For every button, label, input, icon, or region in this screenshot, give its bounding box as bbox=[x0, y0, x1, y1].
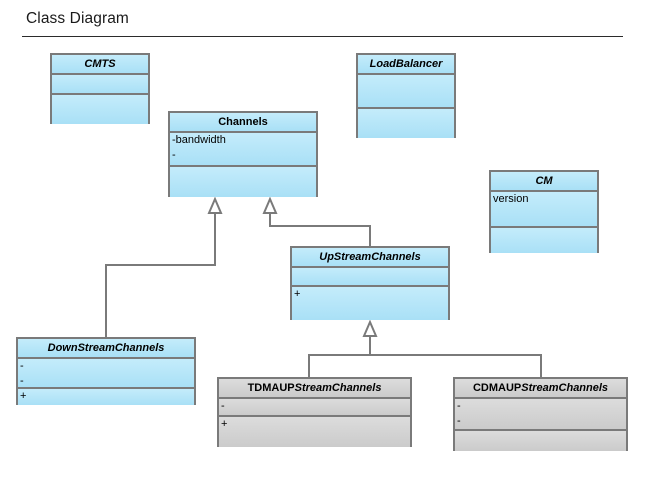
attribute-row: - bbox=[172, 149, 176, 161]
class-name-cdmaupstreamchannels: CDMAUPStreamChannels bbox=[455, 379, 626, 397]
class-name-cmts: CMTS bbox=[52, 55, 148, 73]
class-box-cdmaupstreamchannels[interactable]: CDMAUPStreamChannels - - bbox=[453, 377, 628, 451]
class-operations-loadbalancer bbox=[358, 107, 454, 138]
class-attributes-loadbalancer bbox=[358, 73, 454, 107]
class-box-cmts[interactable]: CMTS bbox=[50, 53, 150, 124]
attribute-row: - bbox=[457, 415, 461, 427]
class-name-suffix: StreamChannels bbox=[521, 382, 609, 394]
class-name-prefix: TDMAUP bbox=[247, 382, 295, 394]
attribute-row: -bandwidth bbox=[172, 134, 226, 146]
class-attributes-tdmaupstreamchannels: - bbox=[219, 397, 410, 415]
edge-cdma-to-upstream bbox=[370, 354, 542, 377]
attribute-row: - bbox=[457, 400, 461, 412]
attribute-row: version bbox=[493, 193, 529, 205]
attribute-row: - bbox=[20, 375, 24, 387]
class-name-upstreamchannels: UpStreamChannels bbox=[292, 248, 448, 266]
attribute-row: - bbox=[221, 400, 225, 412]
class-box-downstreamchannels[interactable]: DownStreamChannels - - + bbox=[16, 337, 196, 405]
class-box-tdmaupstreamchannels[interactable]: TDMAUPStreamChannels - + bbox=[217, 377, 412, 447]
edge-downstream-to-channels bbox=[105, 213, 216, 337]
generalization-arrowhead-upstream bbox=[362, 319, 378, 337]
class-name-suffix: StreamChannels bbox=[294, 382, 382, 394]
class-name-prefix: CDMAUP bbox=[472, 382, 522, 394]
class-name-cm: CM bbox=[491, 172, 597, 190]
generalization-arrowhead-channels-right bbox=[262, 196, 278, 214]
class-name-downstreamchannels: DownStreamChannels bbox=[18, 339, 194, 357]
class-operations-upstreamchannels: + bbox=[292, 285, 448, 320]
page-title: Class Diagram bbox=[26, 10, 129, 27]
class-operations-cdmaupstreamchannels bbox=[455, 429, 626, 451]
class-operations-downstreamchannels: + bbox=[18, 387, 194, 405]
title-divider bbox=[22, 36, 623, 37]
class-name-channels: Channels bbox=[170, 113, 316, 131]
class-box-channels[interactable]: Channels -bandwidth - bbox=[168, 111, 318, 197]
class-attributes-upstreamchannels bbox=[292, 266, 448, 285]
class-operations-cmts bbox=[52, 93, 148, 124]
class-box-upstreamchannels[interactable]: UpStreamChannels + bbox=[290, 246, 450, 320]
operation-row: + bbox=[20, 390, 27, 402]
generalization-arrowhead-channels-left bbox=[207, 196, 223, 214]
edge-upstream-to-channels bbox=[269, 213, 371, 246]
operation-row: + bbox=[221, 418, 228, 430]
class-box-cm[interactable]: CM version bbox=[489, 170, 599, 253]
class-attributes-cmts bbox=[52, 73, 148, 93]
class-operations-cm bbox=[491, 226, 597, 253]
class-attributes-channels: -bandwidth - bbox=[170, 131, 316, 165]
class-name-loadbalancer: LoadBalancer bbox=[358, 55, 454, 73]
class-attributes-cm: version bbox=[491, 190, 597, 226]
class-name-tdmaupstreamchannels: TDMAUPStreamChannels bbox=[219, 379, 410, 397]
operation-row: + bbox=[294, 288, 301, 300]
class-attributes-cdmaupstreamchannels: - - bbox=[455, 397, 626, 429]
class-operations-tdmaupstreamchannels: + bbox=[219, 415, 410, 447]
attribute-row: - bbox=[20, 360, 24, 372]
class-operations-channels bbox=[170, 165, 316, 197]
class-box-loadbalancer[interactable]: LoadBalancer bbox=[356, 53, 456, 138]
edge-tdma-to-upstream bbox=[308, 336, 371, 377]
class-attributes-downstreamchannels: - - bbox=[18, 357, 194, 387]
